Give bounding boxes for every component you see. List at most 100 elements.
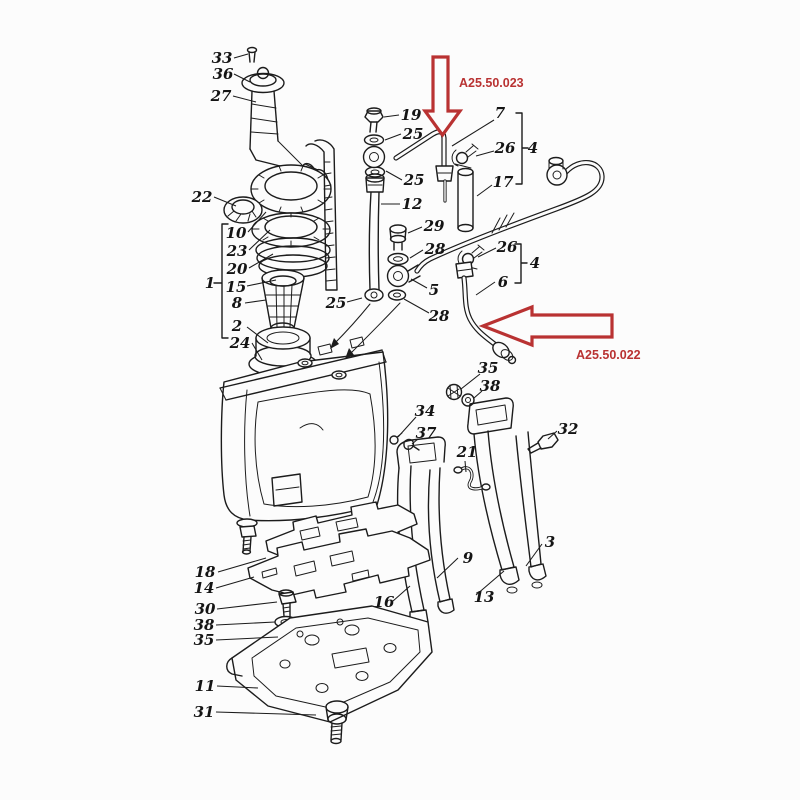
leader-line-35 bbox=[460, 373, 481, 390]
part-number-11: 11 bbox=[195, 677, 216, 695]
clamp-26-upper bbox=[451, 143, 479, 169]
leader-line-28 bbox=[403, 298, 430, 314]
leader-line-11 bbox=[216, 685, 259, 689]
part-number-25: 25 bbox=[402, 125, 424, 143]
leader-line-25 bbox=[346, 297, 363, 303]
part-number-38: 38 bbox=[480, 377, 501, 395]
part-number-25: 25 bbox=[403, 171, 425, 189]
part-number-25: 25 bbox=[325, 294, 347, 312]
nuts-and-bolts-right bbox=[389, 383, 559, 454]
red-code-side: A25.50.022 bbox=[576, 348, 641, 362]
washer-stack bbox=[386, 224, 421, 301]
part-number-20: 20 bbox=[226, 260, 248, 278]
part-number-32: 32 bbox=[558, 420, 579, 438]
part-number-23: 23 bbox=[226, 242, 248, 260]
leader-line-34 bbox=[397, 416, 417, 438]
part-number-5: 5 bbox=[429, 281, 439, 299]
part-number-31: 31 bbox=[194, 703, 215, 721]
part-number-4: 4 bbox=[530, 254, 540, 272]
fuel-tank bbox=[219, 326, 389, 522]
part-number-13: 13 bbox=[474, 588, 495, 606]
leader-line-17 bbox=[476, 184, 493, 197]
part-number-22: 22 bbox=[191, 188, 213, 206]
part-number-35: 35 bbox=[478, 359, 499, 377]
part-number-37: 37 bbox=[416, 424, 437, 442]
part-number-33: 33 bbox=[212, 49, 233, 67]
part-number-16: 16 bbox=[374, 593, 395, 611]
part-number-12: 12 bbox=[402, 195, 423, 213]
leader-line-37 bbox=[411, 438, 419, 445]
sleeve-17 bbox=[457, 167, 474, 233]
part-number-10: 10 bbox=[226, 224, 247, 242]
pipe-6 bbox=[455, 261, 517, 365]
part-number-34: 34 bbox=[415, 402, 436, 420]
part-number-30: 30 bbox=[195, 600, 216, 618]
leader-line-24 bbox=[251, 342, 263, 361]
leader-line-16 bbox=[392, 585, 411, 602]
part-number-26: 26 bbox=[496, 238, 518, 256]
leader-line-26 bbox=[475, 150, 495, 157]
leader-line-20 bbox=[248, 253, 274, 269]
level-ruler bbox=[305, 139, 338, 291]
leader-line-36 bbox=[233, 73, 251, 83]
red-code-top: A25.50.023 bbox=[459, 76, 524, 90]
leader-line-14 bbox=[215, 576, 255, 589]
leader-line-23 bbox=[248, 229, 271, 251]
filler-cap-stack bbox=[223, 164, 332, 334]
leader-line-10 bbox=[247, 211, 267, 233]
part-number-28: 28 bbox=[424, 240, 446, 258]
leader-line-19 bbox=[383, 114, 400, 118]
part-number-17: 17 bbox=[493, 173, 514, 191]
part-number-1: 1 bbox=[205, 274, 215, 292]
bolt-31 bbox=[325, 700, 349, 745]
leader-line-21 bbox=[464, 460, 467, 473]
part-number-24: 24 bbox=[229, 334, 251, 352]
part-number-2: 2 bbox=[231, 317, 242, 335]
leader-line-33 bbox=[233, 53, 249, 59]
part-number-18: 18 bbox=[195, 563, 216, 581]
red-arrow-down bbox=[421, 55, 464, 138]
leader-line-25 bbox=[385, 170, 403, 181]
leader-line-2 bbox=[246, 326, 269, 344]
leader-line-31 bbox=[215, 711, 317, 716]
part-labels-layer: 3336272210232015812241925251272617292852… bbox=[191, 49, 579, 721]
leader-line-6 bbox=[475, 281, 496, 296]
leader-line-18 bbox=[217, 557, 267, 573]
tank-straps bbox=[396, 397, 547, 627]
part-number-28: 28 bbox=[428, 307, 450, 325]
part-number-6: 6 bbox=[498, 273, 509, 291]
leader-line-3 bbox=[525, 543, 543, 567]
part-number-27: 27 bbox=[210, 87, 232, 105]
part-number-9: 9 bbox=[463, 549, 474, 567]
leader-line-27 bbox=[232, 95, 257, 103]
leader-line-25 bbox=[384, 133, 402, 141]
leader-line-30 bbox=[216, 601, 278, 610]
leader-line-15 bbox=[246, 279, 277, 287]
part-number-36: 36 bbox=[213, 65, 234, 83]
pads-18-14 bbox=[247, 501, 431, 599]
leader-line-38 bbox=[215, 621, 276, 626]
part-number-38: 38 bbox=[194, 616, 215, 634]
fitting-column bbox=[363, 107, 386, 302]
part-number-26: 26 bbox=[494, 139, 516, 157]
leader-line-13 bbox=[475, 570, 505, 596]
leader-line-8 bbox=[244, 299, 267, 304]
leader-line-28 bbox=[409, 249, 424, 259]
leader-line-32 bbox=[547, 430, 558, 440]
part-number-7: 7 bbox=[495, 104, 506, 122]
leader-line-22 bbox=[213, 196, 237, 207]
fuel-hose-long bbox=[414, 156, 605, 274]
leader-line-35 bbox=[215, 636, 279, 641]
mount-arrows bbox=[330, 302, 401, 359]
shield-11 bbox=[226, 605, 433, 723]
part-number-15: 15 bbox=[226, 278, 247, 296]
leader-line-9 bbox=[436, 557, 459, 579]
part-number-8: 8 bbox=[232, 294, 243, 312]
part-number-35: 35 bbox=[194, 631, 215, 649]
leader-line-38 bbox=[473, 390, 483, 399]
red-annotations: A25.50.023 A25.50.022 bbox=[421, 55, 641, 362]
part-number-19: 19 bbox=[401, 106, 422, 124]
leader-line-26 bbox=[477, 247, 497, 258]
group-brackets bbox=[213, 112, 529, 339]
